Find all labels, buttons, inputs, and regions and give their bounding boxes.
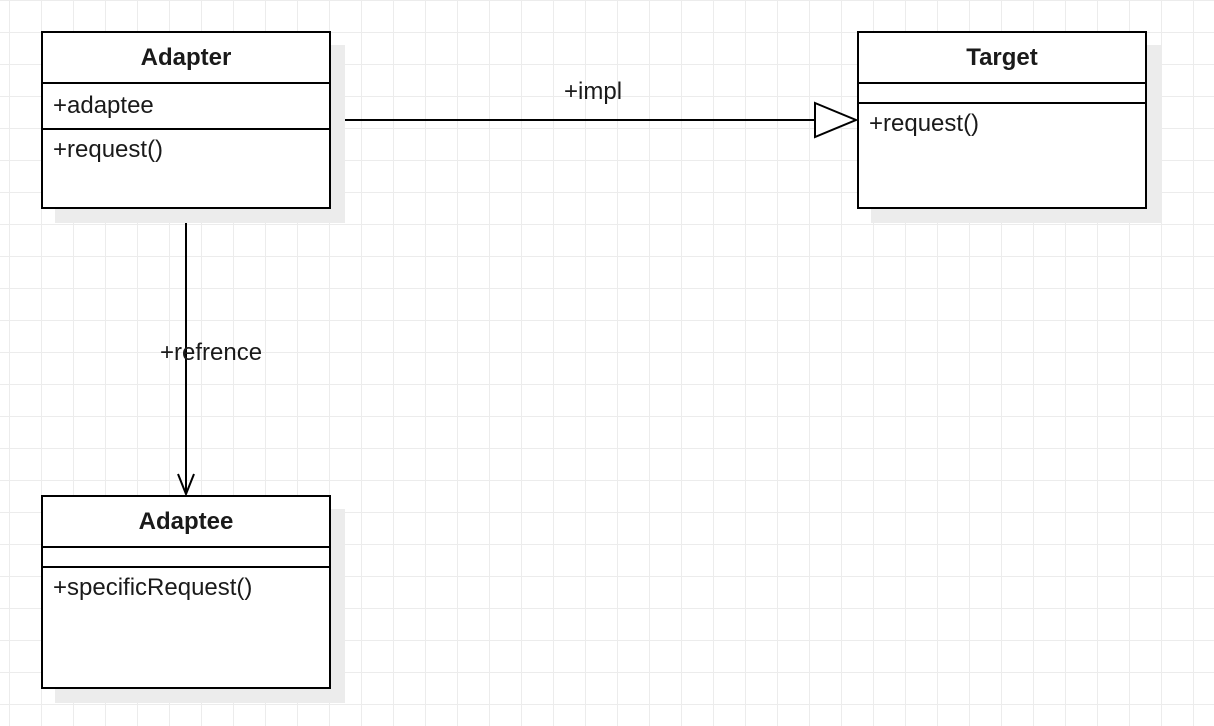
class-adapter-name: Adapter xyxy=(43,33,329,84)
realization-arrowhead-icon xyxy=(814,101,859,139)
operation-request: +request() xyxy=(869,110,980,137)
operation-specific-request: +specificRequest() xyxy=(53,574,253,601)
class-adapter-operations: +request() xyxy=(43,130,329,164)
class-adapter[interactable]: Adapter +adaptee +request() xyxy=(41,31,331,209)
class-target-name: Target xyxy=(859,33,1145,84)
attribute-adaptee: +adaptee xyxy=(53,92,154,119)
class-adaptee[interactable]: Adaptee +specificRequest() xyxy=(41,495,331,689)
reference-label: +refrence xyxy=(160,339,263,366)
class-target-attributes xyxy=(859,84,1145,104)
open-arrowhead-icon xyxy=(177,473,195,497)
class-target-operations: +request() xyxy=(859,104,1145,138)
class-adaptee-attributes xyxy=(43,548,329,568)
class-adapter-attributes: +adaptee xyxy=(43,84,329,130)
class-adaptee-name: Adaptee xyxy=(43,497,329,548)
impl-label: +impl xyxy=(564,78,623,105)
class-adaptee-operations: +specificRequest() xyxy=(43,568,329,602)
operation-request: +request() xyxy=(53,136,164,163)
class-target[interactable]: Target +request() xyxy=(857,31,1147,209)
